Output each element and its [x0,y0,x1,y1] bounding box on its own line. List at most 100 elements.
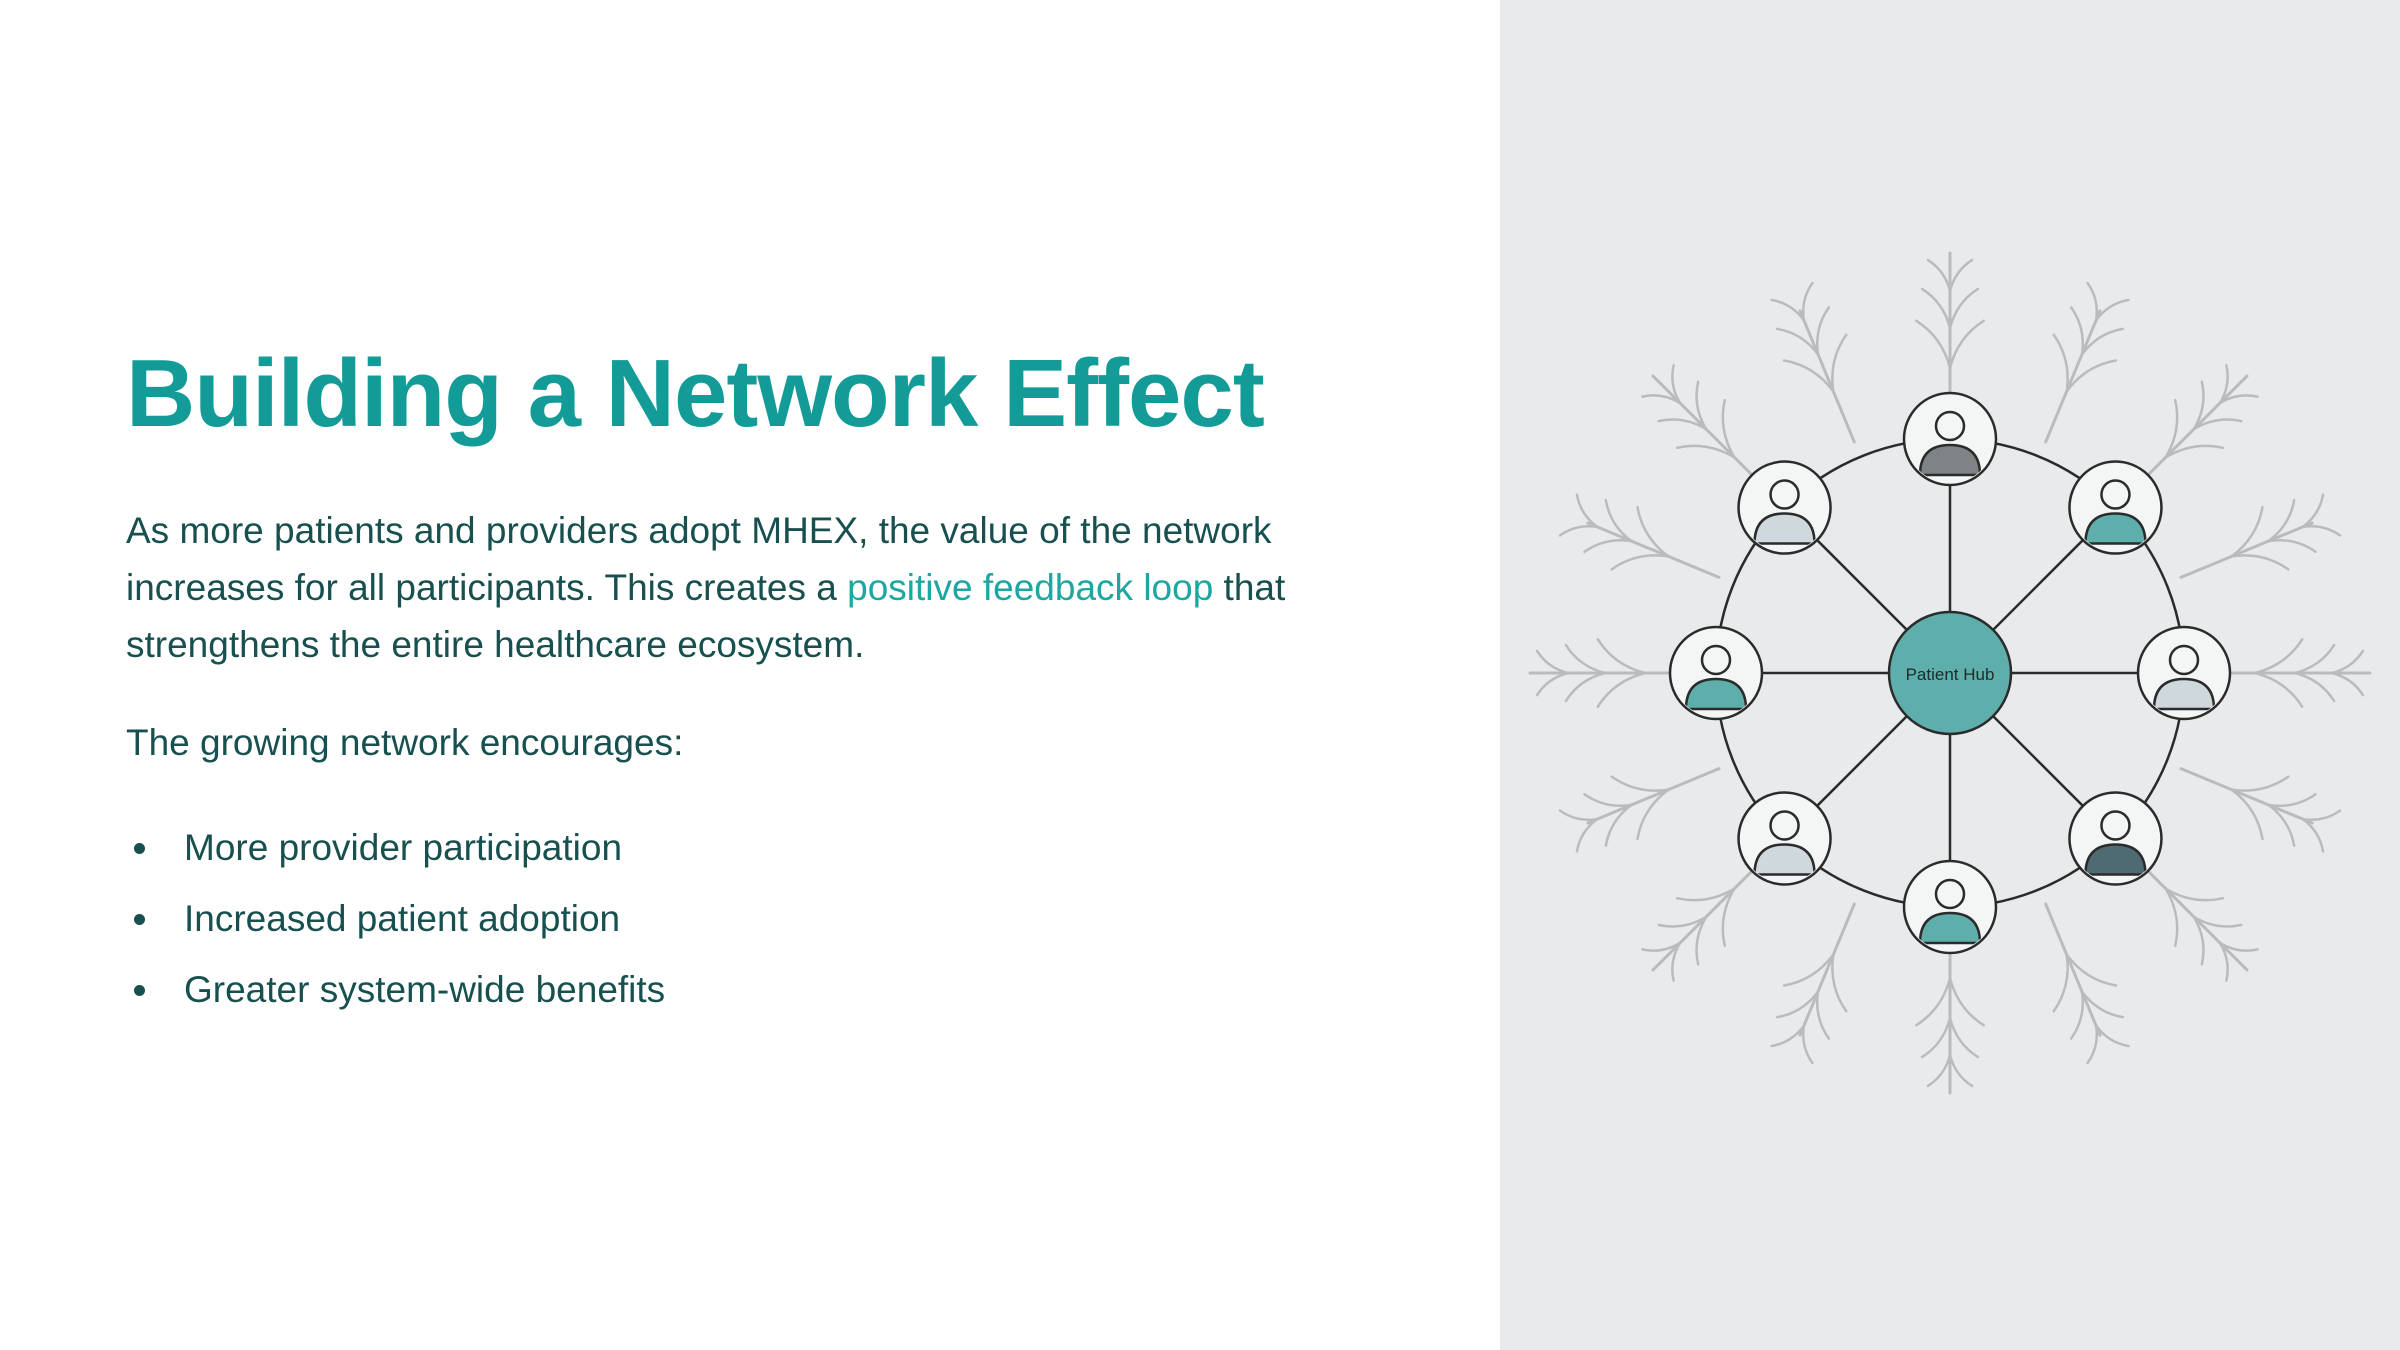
branch-leaf [2080,327,2124,356]
branch-leaf [1770,298,1806,322]
branch-leaf [2164,398,2179,459]
lead-text: The growing network encourages: [126,722,684,763]
person-head-icon [1934,878,1966,910]
person-body-icon [2152,677,2216,711]
person-node [1668,625,1764,721]
network-spoke [1816,715,1908,807]
person-node [1737,460,1832,555]
branch-leaf [1636,788,1670,841]
person-head-icon [2100,810,2131,841]
intro-text-after: that strengthens the entire healthcare e… [126,567,1286,665]
branch-leaf [2253,638,2304,675]
slide-title: Building a Network Effect [126,340,1265,447]
branch-leaf [2301,817,2325,853]
branch-leaf [1695,915,1708,966]
branch-leaf [1948,287,1980,330]
intro-text-before: As more patients and providers adopt MHE… [126,510,1272,608]
branch-icon [1558,767,1721,853]
person-node [1902,391,1998,487]
bullet-dot-icon [134,914,145,925]
branch-icon [2179,767,2342,853]
branch-icon [1770,281,1856,444]
branch-leaf [2230,505,2264,558]
branch-leaf [1596,671,1647,708]
branch-leaf [2301,809,2342,822]
branch-leaf [1583,538,1633,554]
branch-leaf [2267,538,2317,554]
bullet-dot-icon [134,985,145,996]
branch-leaf [1583,792,1633,808]
person-node [1737,791,1832,886]
branch-icon [2044,281,2130,444]
branch-leaf [1776,327,1820,356]
branch-leaf [2293,643,2336,675]
branch-leaf [1776,990,1820,1019]
person-head-icon [2168,644,2200,676]
bullet-text: More provider participation [184,827,623,868]
branch-stem [2044,309,2102,444]
branch-leaf [2086,1024,2099,1065]
branch-leaf [1636,505,1670,558]
branch-leaf [1831,953,1848,1013]
branch-leaf [1604,499,1633,543]
branch-leaf [2230,775,2290,792]
branch-leaf [2069,306,2085,356]
patient-hub: Patient Hub [1887,610,2013,736]
branch-leaf [1641,394,1682,405]
bullet-list: More provider participation Increased pa… [126,812,665,1025]
bullet-item: Increased patient adoption [126,883,665,954]
bullet-text: Greater system-wide benefits [184,969,666,1010]
person-body-icon [1918,443,1982,477]
branch-leaf [1721,887,1736,948]
branch-stem [1586,767,1721,825]
branch-icon [1770,902,1856,1065]
network-spoke [1992,715,2084,807]
intro-paragraph: As more patients and providers adopt MHE… [126,502,1386,673]
branch-leaf [1535,671,1570,697]
person-head-icon [2100,479,2131,510]
person-body-icon [1684,677,1748,711]
branch-leaf [1926,258,1952,293]
branch-icon [2044,902,2130,1065]
branch-leaf [1920,287,1952,330]
branch-leaf [2069,990,2085,1040]
branch-stem [2179,767,2314,825]
branch-stem [1586,521,1721,579]
branch-leaf [2192,915,2243,928]
branch-leaf [2218,364,2229,405]
branch-leaf [1596,638,1647,675]
branch-leaf [1657,915,1708,928]
person-body-icon [1753,512,1816,545]
branch-leaf [1575,817,1599,853]
bullet-dot-icon [134,843,145,854]
network-diagram: Patient Hub [1528,251,2372,1095]
person-head-icon [1934,410,1966,442]
branch-leaf [1558,524,1599,537]
branch-leaf [1610,554,1670,571]
branch-leaf [2065,359,2118,393]
branch-leaf [2052,953,2069,1013]
branch-leaf [2164,887,2179,948]
branch-leaf [1671,941,1682,982]
branch-leaf [1782,953,1835,987]
branch-leaf [2267,803,2296,847]
person-node [1902,859,1998,955]
branch-stem [1798,309,1856,444]
person-head-icon [1769,479,1800,510]
branch-leaf [2052,333,2069,393]
branch-leaf [1675,444,1736,459]
branch-leaf [1558,809,1599,822]
person-body-icon [1753,843,1816,876]
branch-leaf [2192,418,2243,431]
hub-label: Patient Hub [1906,665,1995,684]
bullet-item: More provider participation [126,812,665,883]
branch-leaf [1610,775,1670,792]
branch-stem [1798,902,1856,1037]
person-body-icon [2084,843,2147,876]
person-body-icon [1918,911,1982,945]
branch-leaf [1782,359,1835,393]
branch-icon [1558,493,1721,579]
person-node [2136,625,2232,721]
branch-leaf [1915,976,1952,1027]
branch-leaf [2218,941,2229,982]
